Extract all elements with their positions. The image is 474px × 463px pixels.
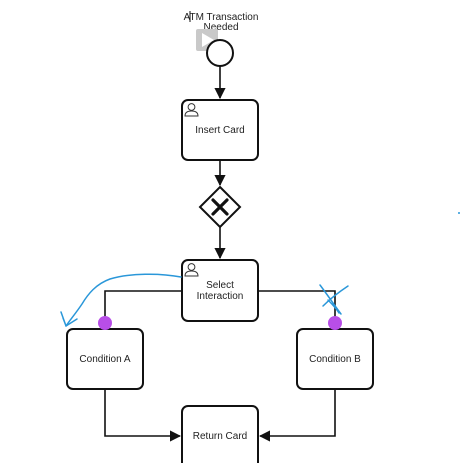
user-icon (184, 103, 199, 117)
freehand-annotation-arrow (60, 273, 182, 327)
exclusive-gateway[interactable] (198, 185, 242, 229)
start-event-label-line2: Needed (203, 22, 238, 33)
task-label-condition-a: Condition A (79, 354, 130, 365)
connector-dot-condition-b[interactable] (328, 316, 342, 330)
task-label-return-card: Return Card (193, 431, 247, 442)
stray-dot (458, 212, 460, 214)
connector-dot-condition-a[interactable] (98, 316, 112, 330)
task-label-condition-b: Condition B (309, 354, 361, 365)
sequence-flow-condition-a-to-return-card[interactable] (104, 389, 182, 442)
freehand-annotation-cross (319, 284, 349, 315)
task-label-select-interaction-line2: Interaction (197, 291, 244, 302)
x-mark-icon (211, 198, 229, 216)
task-label-insert-card: Insert Card (195, 125, 244, 136)
task-condition-a[interactable]: Condition A (66, 328, 144, 390)
connection-select-to-condition-a[interactable] (104, 290, 182, 323)
task-insert-card[interactable]: Insert Card (181, 99, 259, 161)
task-label-select-interaction-line1: Select (206, 280, 234, 291)
sequence-flow-condition-b-to-return-card[interactable] (258, 389, 336, 442)
task-return-card[interactable]: Return Card (181, 405, 259, 463)
user-icon (184, 263, 199, 277)
start-event[interactable] (206, 39, 234, 67)
start-event-label-line1: ATM Transaction (184, 12, 259, 23)
connection-select-to-condition-b[interactable] (258, 290, 336, 323)
task-condition-b[interactable]: Condition B (296, 328, 374, 390)
task-select-interaction[interactable]: Select Interaction (181, 259, 259, 322)
